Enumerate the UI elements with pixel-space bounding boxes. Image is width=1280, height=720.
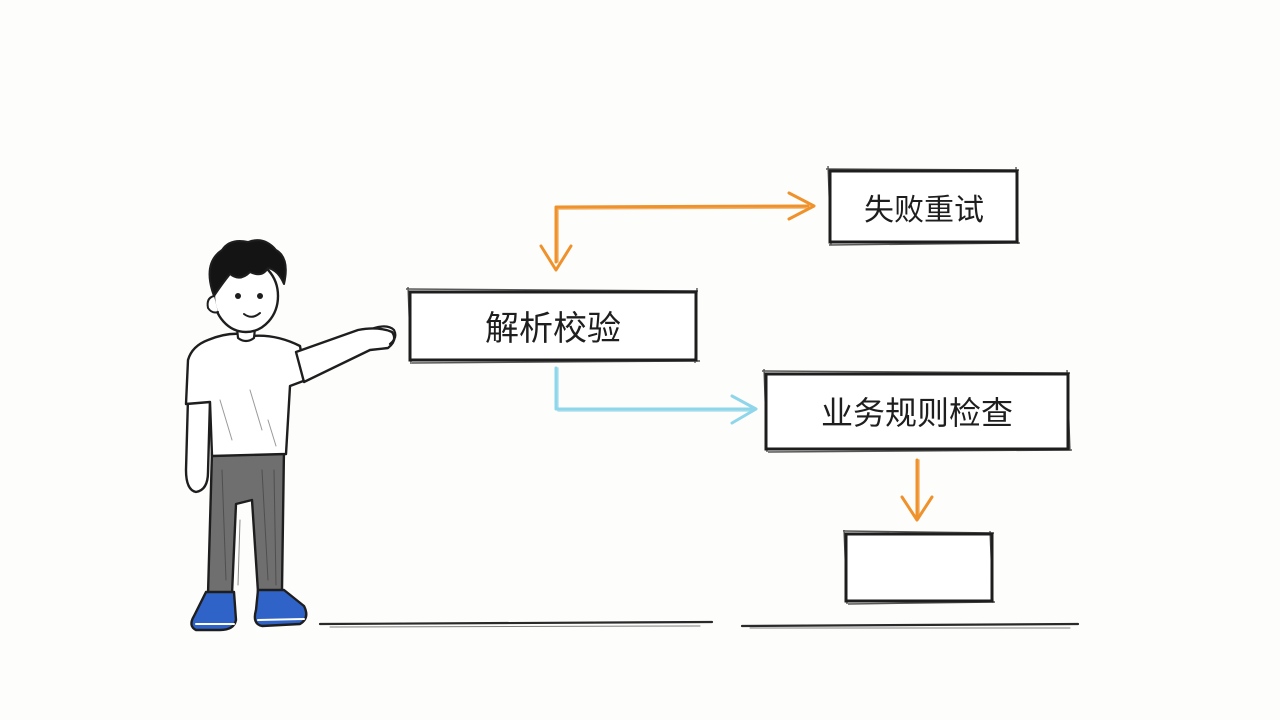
edge-parse-to-retry — [539, 191, 816, 272]
right-shoe — [253, 588, 308, 628]
node-label: 失败重试 — [864, 193, 984, 228]
pointing-arm — [294, 327, 396, 384]
arrowhead-down-next — [900, 495, 934, 522]
left-shoe — [190, 590, 238, 632]
hair — [208, 239, 287, 297]
eye-right — [257, 293, 263, 299]
arrowhead-right-business-check — [730, 394, 758, 425]
pants — [206, 446, 286, 596]
node-retry-on-failure: 失败重试 — [825, 165, 1021, 246]
left-arm — [184, 396, 212, 494]
edge-parse-to-business-check — [554, 366, 758, 425]
node-business-rule-check: 业务规则检查 — [761, 368, 1073, 453]
person-illustration — [184, 239, 397, 632]
arrowhead-down-parse — [539, 244, 573, 272]
node-label: 业务规则检查 — [821, 394, 1013, 432]
pointing-hand — [372, 325, 397, 346]
node-next-step — [842, 529, 996, 605]
edge-business-check-to-next — [900, 458, 934, 522]
mouth — [243, 312, 261, 318]
node-label: 解析校验 — [485, 309, 621, 349]
node-parse-validate: 解析校验 — [405, 286, 701, 365]
arrowhead-right-retry — [787, 191, 816, 221]
ground-line — [318, 620, 1080, 629]
eye-left — [235, 293, 241, 299]
